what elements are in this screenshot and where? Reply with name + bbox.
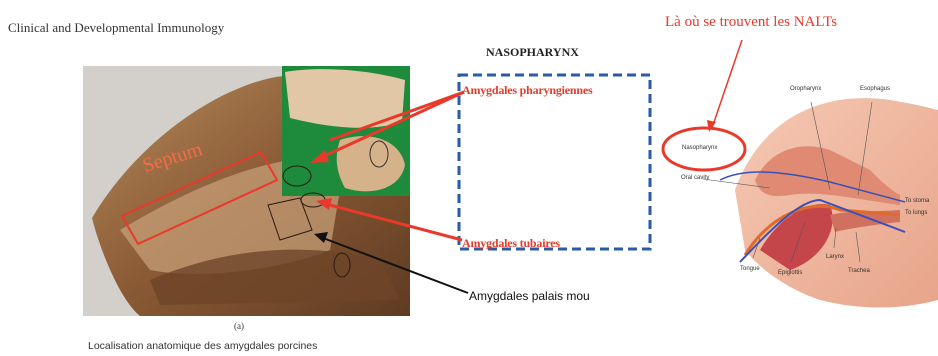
larynx-label: Larynx [826,254,844,260]
to-lungs-label: To lungs [905,210,927,216]
nalt-pointer-head [707,120,716,132]
nasopharynx-dashed-box [459,75,650,249]
nalt-title: Là où se trouvent les NALTs [665,14,837,31]
amygdales-tubaires-label: Amygdales tubaires [462,236,560,251]
nasopharynx-illustration-label: Nasopharynx [682,145,717,151]
nasopharynx-heading: NASOPHARYNX [486,45,579,60]
tongue-label: Tongue [740,266,760,272]
oropharynx-label: Oropharynx [790,86,821,92]
to-stomach-label: To stoma [905,198,929,204]
figure-letter: (a) [234,321,244,331]
oral-cavity-label: Oral cavity [681,175,709,181]
amygdales-palais-mou-label: Amygdales palais mou [469,289,590,303]
epiglottis-label: Epiglottis [778,270,802,276]
trachea-label: Trachea [848,268,870,274]
esophagus-label: Esophagus [860,86,890,92]
amygdales-pharyngiennes-label: Amygdales pharyngiennes [462,83,592,98]
figure-caption: Localisation anatomique des amygdales po… [88,340,317,352]
nalt-pointer-line [712,40,742,128]
journal-header: Clinical and Developmental Immunology [8,20,224,36]
